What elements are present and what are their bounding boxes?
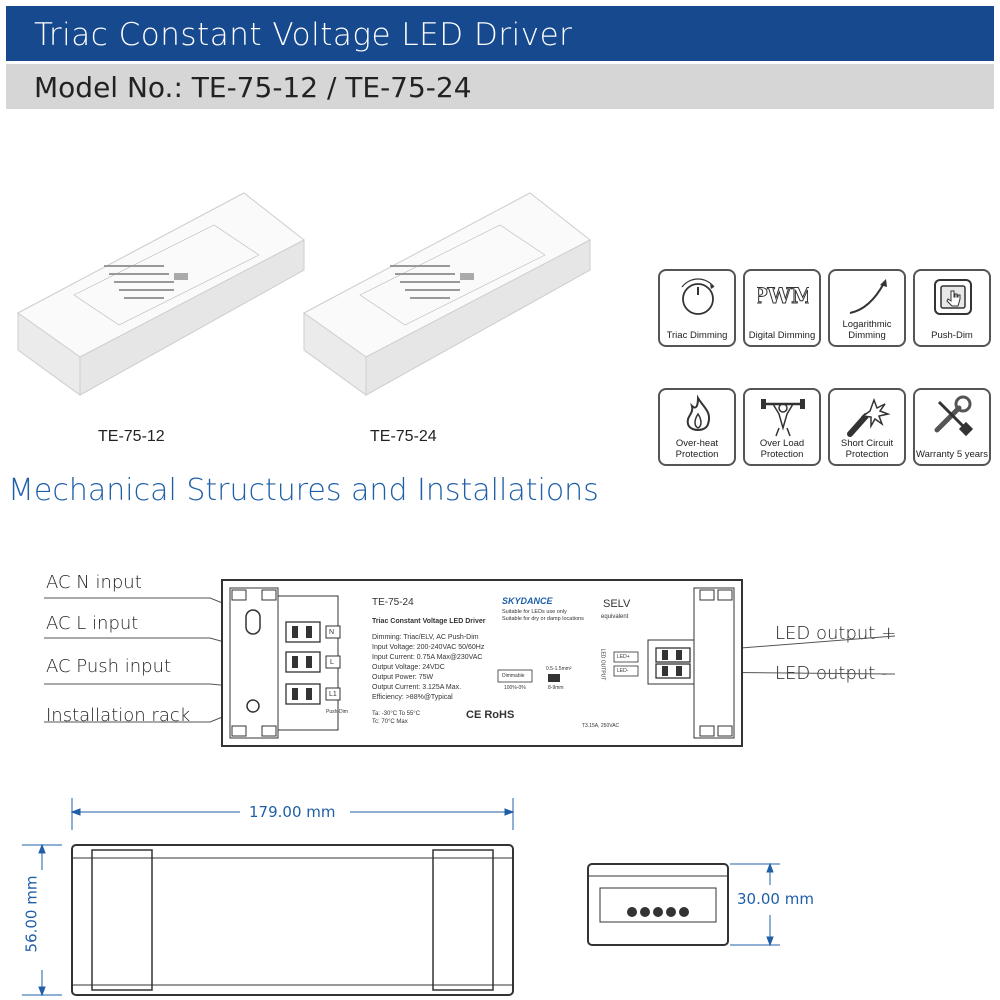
driver-strip: 0.5-1.5mm²	[546, 666, 572, 672]
log-curve-icon	[849, 279, 887, 314]
spark-icon	[847, 397, 891, 437]
page-title: Triac Constant Voltage LED Driver	[34, 17, 573, 53]
driver-suitable-2: Suitable for dry or damp locations	[502, 616, 584, 622]
dimension-drawing	[22, 798, 780, 997]
feature-overload-protection: Over Load Protection	[743, 388, 821, 466]
product-label-te-75-12: TE-75-12	[98, 428, 165, 445]
feature-label: Over Load Protection	[759, 438, 805, 460]
driver-name: Triac Constant Voltage LED Driver	[372, 618, 486, 625]
led-output-side-label: LED OUTPUT	[599, 648, 606, 681]
feature-label: Logarithmic Dimming	[842, 319, 892, 341]
driver-spec-3: Input Current: 0.75A Max@230VAC	[372, 654, 483, 661]
tools-icon	[934, 395, 974, 437]
driver-spec-6: Output Current: 3.125A Max.	[372, 684, 462, 691]
driver-dimmable: Dimmable	[502, 673, 525, 679]
push-dim-label: Push-Dim	[326, 709, 348, 715]
feature-overheat-protection: Over-heat Protection	[658, 388, 736, 466]
feature-short-circuit-protection: Short Circuit Protection	[828, 388, 906, 466]
feature-label: Triac Dimming	[666, 330, 728, 341]
driver-selv: SELV	[603, 598, 631, 610]
callout-ac-l-input: AC L input	[46, 613, 139, 634]
feature-triac-dimming: Triac Dimming	[658, 269, 736, 347]
feature-push-dim: Push-Dim	[913, 269, 991, 347]
product-label-te-75-24: TE-75-24	[370, 428, 437, 445]
driver-spec-2: Input Voltage: 200-240VAC 50/60Hz	[372, 644, 485, 651]
driver-strip-sub: 8-9mm	[548, 685, 564, 691]
driver-model: TE-75-24	[372, 597, 414, 608]
push-switch-icon	[934, 279, 972, 315]
terminal-n-label: N	[329, 629, 335, 636]
model-bar: Model No.: TE-75-12 / TE-75-24	[6, 64, 994, 109]
driver-dimmable-sub: 100%-0%	[504, 685, 526, 691]
driver-ce-rohs: CE RoHS	[466, 709, 515, 721]
callout-ac-n-input: AC N input	[46, 572, 142, 593]
driver-top-view	[44, 579, 896, 747]
feature-label: Short Circuit Protection	[840, 438, 894, 460]
driver-spec-7: Efficiency: >88%@Typical	[372, 694, 453, 701]
driver-spec-1: Dimming: Triac/ELV, AC Push-Dim	[372, 634, 479, 641]
product-image-te-75-24	[303, 192, 591, 396]
product-image-te-75-12	[17, 192, 305, 396]
pwm-icon: PWM	[757, 283, 809, 309]
dimension-length: 179.00 mm	[249, 803, 336, 821]
driver-selv-sub: equivalent	[601, 614, 629, 620]
driver-ta: Ta: -30°C To 55°C	[372, 711, 421, 717]
overload-icon	[761, 399, 805, 437]
dimension-height: 30.00 mm	[737, 890, 814, 908]
feature-digital-dimming: PWM Digital Dimming	[743, 269, 821, 347]
flame-icon	[686, 394, 710, 431]
pwm-icon-text: PWM	[757, 283, 809, 308]
feature-label: Digital Dimming	[748, 330, 816, 341]
feature-label: Warranty 5 years	[916, 449, 988, 460]
knob-icon	[681, 278, 715, 315]
dimension-width: 56.00 mm	[22, 875, 41, 953]
feature-label: Over-heat Protection	[675, 438, 719, 460]
driver-fuse: T3.15A, 250VAC	[582, 723, 620, 729]
driver-spec-5: Output Power: 75W	[372, 674, 434, 681]
callout-installation-rack: Installation rack	[46, 705, 191, 726]
title-bar: Triac Constant Voltage LED Driver	[6, 6, 994, 61]
terminal-led-plus: LED+	[617, 654, 630, 660]
terminal-led-minus: LED-	[617, 668, 629, 674]
feature-logarithmic-dimming: Logarithmic Dimming	[828, 269, 906, 347]
feature-warranty: Warranty 5 years	[913, 388, 991, 466]
driver-spec-4: Output Voltage: 24VDC	[372, 664, 445, 671]
model-number: Model No.: TE-75-12 / TE-75-24	[34, 71, 472, 104]
callout-ac-push-input: AC Push input	[46, 656, 172, 677]
driver-suitable-1: Suitable for LEDs use only	[502, 609, 567, 615]
driver-tc: Tc: 70°C Max	[372, 719, 408, 725]
driver-brand: SKYDANCE	[502, 596, 553, 606]
terminal-l1-label: L1	[329, 691, 337, 698]
terminal-l-label: L	[330, 659, 334, 666]
feature-label: Push-Dim	[931, 330, 973, 341]
section-title: Mechanical Structures and Installations	[8, 473, 599, 508]
